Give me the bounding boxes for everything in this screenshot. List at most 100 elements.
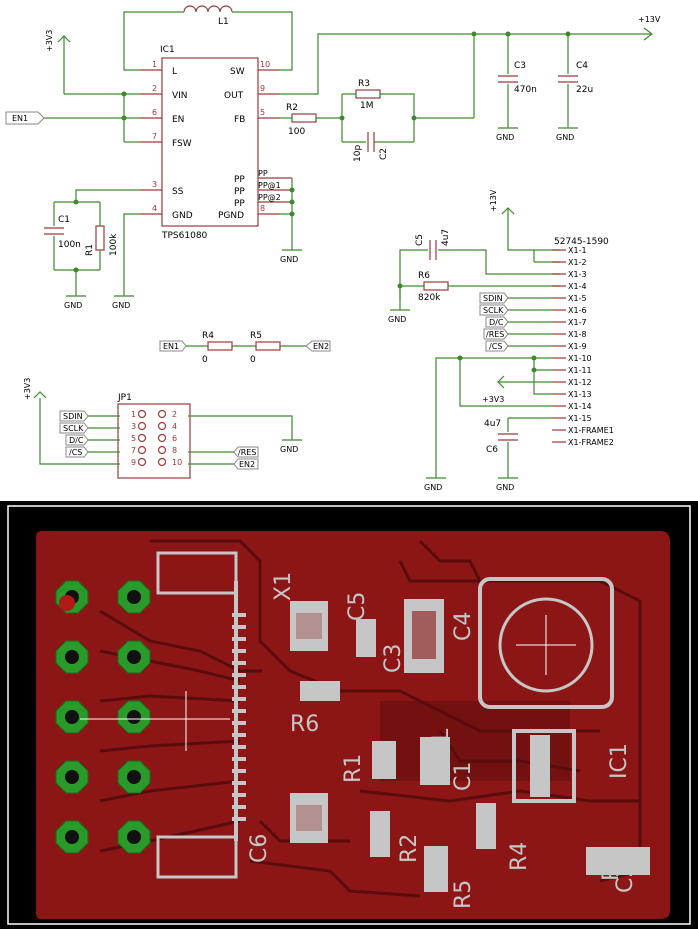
- svg-text:9: 9: [260, 84, 265, 93]
- svg-text:L1: L1: [218, 17, 229, 27]
- supply-13v-conn: +13V: [489, 189, 560, 251]
- capacitor-c3: C3 470n GND: [496, 34, 537, 142]
- connector-pins: X1-1 X1-2 X1-3 X1-4 X1-5 X1-6 X1-7 X1-8 …: [552, 246, 614, 447]
- svg-text:7: 7: [131, 446, 136, 455]
- svg-text:4u7: 4u7: [484, 419, 501, 429]
- svg-text:X1-8: X1-8: [568, 330, 587, 339]
- svg-text:C5: C5: [415, 234, 425, 246]
- svg-text:1: 1: [131, 410, 136, 419]
- connector-part: 52745-1590: [554, 237, 609, 247]
- pin-pp2-lbl: PP@2: [258, 193, 281, 202]
- ic1-left-pins: L VIN EN FSW SS GND 1 2 6 7 3 4: [140, 60, 193, 221]
- svg-text:8: 8: [260, 204, 265, 213]
- sig-cs: /CS: [485, 340, 552, 352]
- svg-text:6: 6: [152, 108, 157, 117]
- silk-x1: X1: [271, 572, 296, 601]
- svg-text:X1-FRAME1: X1-FRAME1: [568, 426, 614, 435]
- sig-dc: D/C: [485, 316, 552, 328]
- svg-text:X1-2: X1-2: [568, 258, 587, 267]
- svg-text:X1-3: X1-3: [568, 270, 587, 279]
- svg-text:X1-9: X1-9: [568, 342, 587, 351]
- jp1-3v3: +3V3: [23, 378, 32, 400]
- jp1-sig-res: /RES: [233, 446, 259, 458]
- silk-r1: R1: [341, 754, 366, 783]
- jp1-sig-cs: /CS: [65, 446, 120, 458]
- supply-3v3-top: +3V3: [45, 30, 71, 94]
- pcb-parts: [290, 577, 650, 892]
- svg-text:/CS: /CS: [489, 342, 502, 351]
- svg-text:GND: GND: [388, 315, 406, 324]
- ic1-part: TPS61080: [161, 231, 208, 241]
- gnd-2: GND: [112, 295, 134, 310]
- svg-text:X1-10: X1-10: [568, 354, 592, 363]
- jp1-sig-dc: D/C: [65, 434, 120, 446]
- svg-text:GND: GND: [112, 301, 130, 310]
- resistor-r1: R1 100k: [85, 225, 119, 256]
- svg-text:C4: C4: [576, 61, 588, 71]
- silk-r4: R4: [507, 842, 532, 871]
- connector-footprint: [80, 551, 246, 879]
- gnd-1: GND: [64, 295, 86, 310]
- svg-text:22u: 22u: [576, 85, 593, 95]
- svg-text:0: 0: [202, 355, 208, 365]
- capacitor-c6: 4u7 C6 GND: [484, 418, 518, 492]
- svg-text:GND: GND: [556, 133, 574, 142]
- pin-pgnd: PGND: [218, 211, 244, 221]
- svg-text:/RES: /RES: [486, 330, 504, 339]
- svg-text:R5: R5: [250, 331, 262, 341]
- ic1-right-pins: SW OUT FB PP PP PP PP PP@1 PP@2 PGND 10 …: [218, 60, 292, 221]
- svg-text:470n: 470n: [514, 85, 537, 95]
- svg-text:+3V3: +3V3: [482, 395, 504, 404]
- svg-text:C2: C2: [379, 148, 389, 160]
- supply-13v: +13V: [638, 15, 661, 24]
- svg-text:GND: GND: [496, 483, 514, 492]
- svg-text:X1-7: X1-7: [568, 318, 587, 327]
- svg-text:5: 5: [131, 434, 136, 443]
- svg-text:GND: GND: [424, 483, 442, 492]
- silk-r2: R2: [397, 834, 422, 863]
- gnd-6: GND: [280, 439, 302, 454]
- silk-c3: C3: [381, 644, 406, 673]
- svg-text:R1: R1: [85, 244, 95, 256]
- en1-label: EN1: [5, 111, 45, 125]
- gnd-5: GND: [424, 477, 446, 492]
- svg-text:EN1: EN1: [163, 342, 179, 351]
- svg-text:10: 10: [172, 458, 182, 467]
- capacitor-c4: C4 22u GND: [556, 34, 593, 142]
- svg-text:/RES: /RES: [238, 448, 256, 457]
- pin-pp1: PP: [234, 187, 245, 197]
- resistor-r2: R2 100: [286, 103, 317, 137]
- pin-en: EN: [172, 115, 184, 125]
- svg-text:100n: 100n: [58, 240, 81, 250]
- pin-sw: SW: [230, 67, 245, 77]
- svg-text:6: 6: [172, 434, 177, 443]
- silk-r5: R5: [451, 880, 476, 909]
- pin-pp: PP: [234, 175, 245, 185]
- svg-text:R6: R6: [418, 271, 430, 281]
- jp1-sig-sclk: SCLK: [59, 422, 120, 434]
- svg-text:R2: R2: [286, 103, 298, 113]
- jp1-en2: EN2: [233, 458, 259, 470]
- pin-fb: FB: [234, 115, 245, 125]
- pin-ss: SS: [172, 187, 184, 197]
- resistor-r5: R5 0: [250, 331, 281, 365]
- svg-text:EN2: EN2: [313, 342, 329, 351]
- svg-text:R4: R4: [202, 331, 214, 341]
- svg-text:X1-14: X1-14: [568, 402, 592, 411]
- svg-text:4u7: 4u7: [441, 229, 451, 246]
- svg-text:C1: C1: [58, 215, 70, 225]
- svg-text:X1-13: X1-13: [568, 390, 592, 399]
- silk-c6: C6: [247, 834, 272, 863]
- jp1-sig-sdin: SDIN: [59, 410, 120, 422]
- svg-text:GND: GND: [280, 445, 298, 454]
- pin-l: L: [172, 67, 177, 77]
- svg-text:2: 2: [152, 84, 157, 93]
- silk-c4: C4: [451, 612, 476, 641]
- svg-text:7: 7: [152, 132, 157, 141]
- board-outline: [36, 531, 670, 919]
- svg-text:4: 4: [152, 204, 157, 213]
- svg-text:5: 5: [260, 108, 265, 117]
- svg-text:D/C: D/C: [69, 436, 84, 445]
- svg-text:9: 9: [131, 458, 136, 467]
- pin-pp1-lbl: PP@1: [258, 181, 281, 190]
